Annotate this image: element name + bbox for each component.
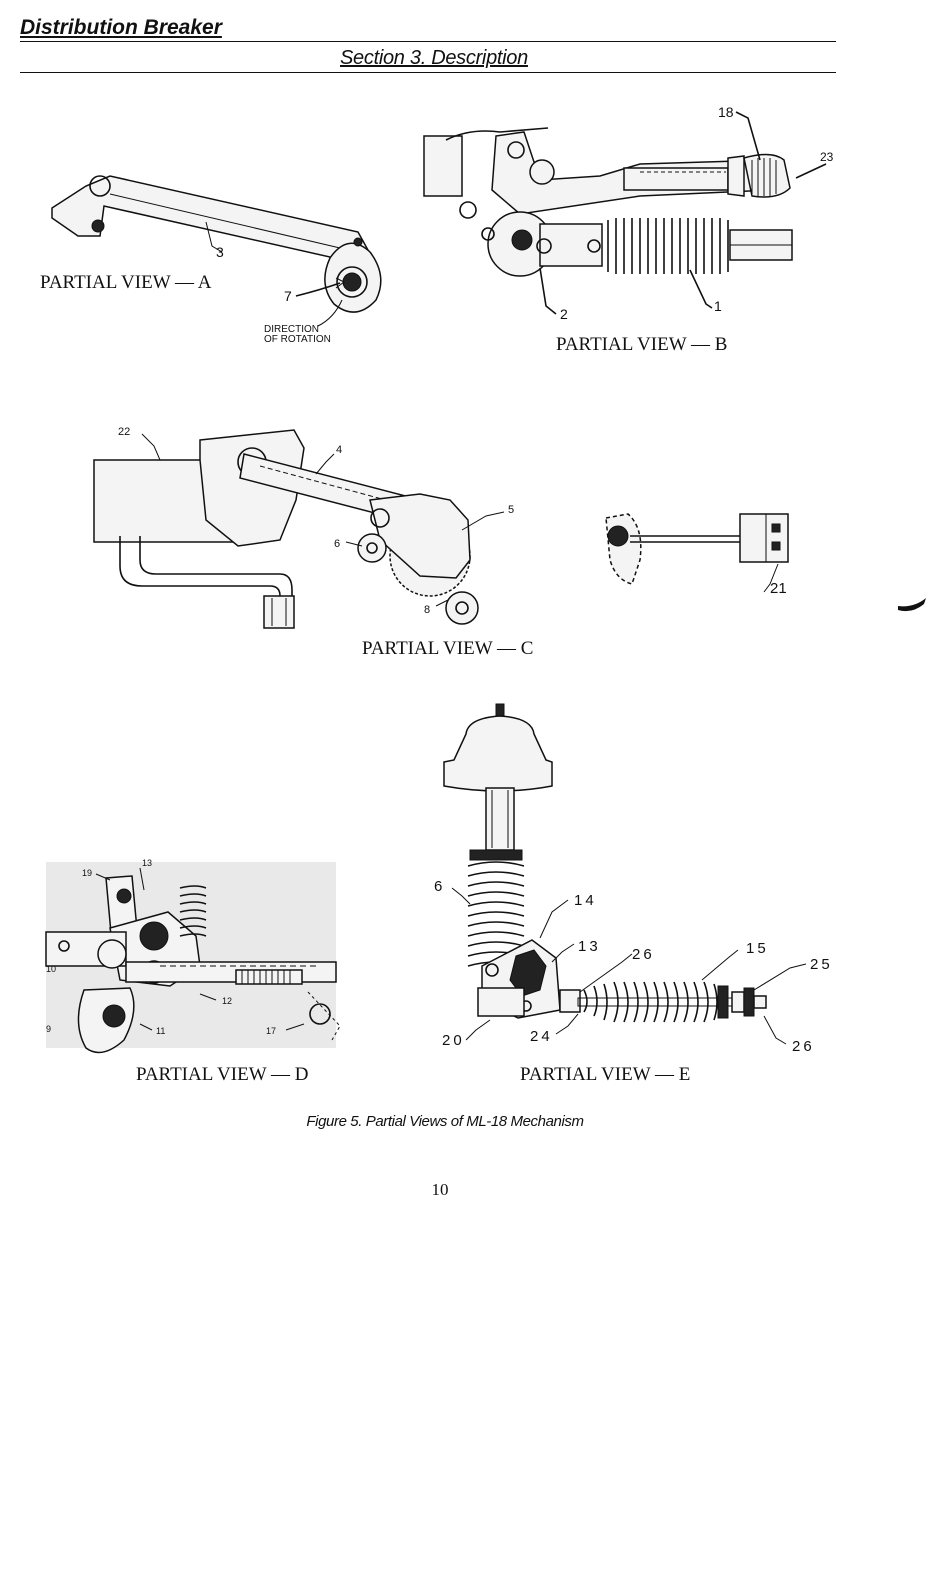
callout-7: 7 (284, 288, 292, 304)
callout-24: 24 (530, 1028, 553, 1045)
rotation-note-line2: OF ROTATION (264, 335, 331, 345)
callout-5: 5 (508, 504, 514, 516)
partial-view-d-drawing (46, 862, 340, 1053)
partial-view-b-drawing (424, 112, 826, 314)
callout-4: 4 (336, 444, 342, 456)
partial-view-a-label: PARTIAL VIEW — A (40, 272, 211, 294)
callout-23: 23 (820, 150, 833, 164)
partial-view-c-label: PARTIAL VIEW — C (362, 638, 533, 660)
partial-view-e-drawing (444, 704, 806, 1044)
callout-6-view-c: 6 (334, 538, 340, 550)
callout-12: 12 (222, 996, 232, 1006)
callout-19: 19 (82, 868, 92, 878)
partial-view-e-label: PARTIAL VIEW — E (520, 1064, 690, 1086)
callout-17: 17 (266, 1026, 276, 1036)
callout-14: 14 (574, 892, 597, 909)
callout-15: 15 (746, 940, 769, 957)
margin-mark (898, 598, 926, 611)
page-number: 10 (0, 1180, 880, 1200)
callout-9: 9 (46, 1024, 51, 1034)
figure-caption: Figure 5. Partial Views of ML-18 Mechani… (0, 1113, 890, 1130)
callout-10: 10 (46, 964, 56, 974)
callout-22: 22 (118, 426, 130, 438)
callout-26-upper: 26 (632, 946, 655, 963)
callout-18: 18 (718, 104, 734, 120)
callout-8: 8 (424, 604, 430, 616)
callout-11: 11 (156, 1026, 165, 1036)
partial-view-c-drawing (94, 430, 788, 628)
callout-13-view-e: 13 (578, 938, 601, 955)
callout-1: 1 (714, 298, 722, 314)
callout-21: 21 (770, 580, 787, 597)
partial-view-d-label: PARTIAL VIEW — D (136, 1064, 309, 1086)
callout-25: 25 (810, 956, 833, 973)
callout-13-view-d: 13 (142, 858, 152, 868)
callout-3: 3 (216, 244, 224, 260)
callout-26-lower: 26 (792, 1038, 815, 1055)
callout-20: 20 (442, 1032, 465, 1049)
partial-view-b-label: PARTIAL VIEW — B (556, 334, 727, 356)
callout-6-view-e: 6 (434, 878, 442, 895)
callout-2: 2 (560, 306, 568, 322)
